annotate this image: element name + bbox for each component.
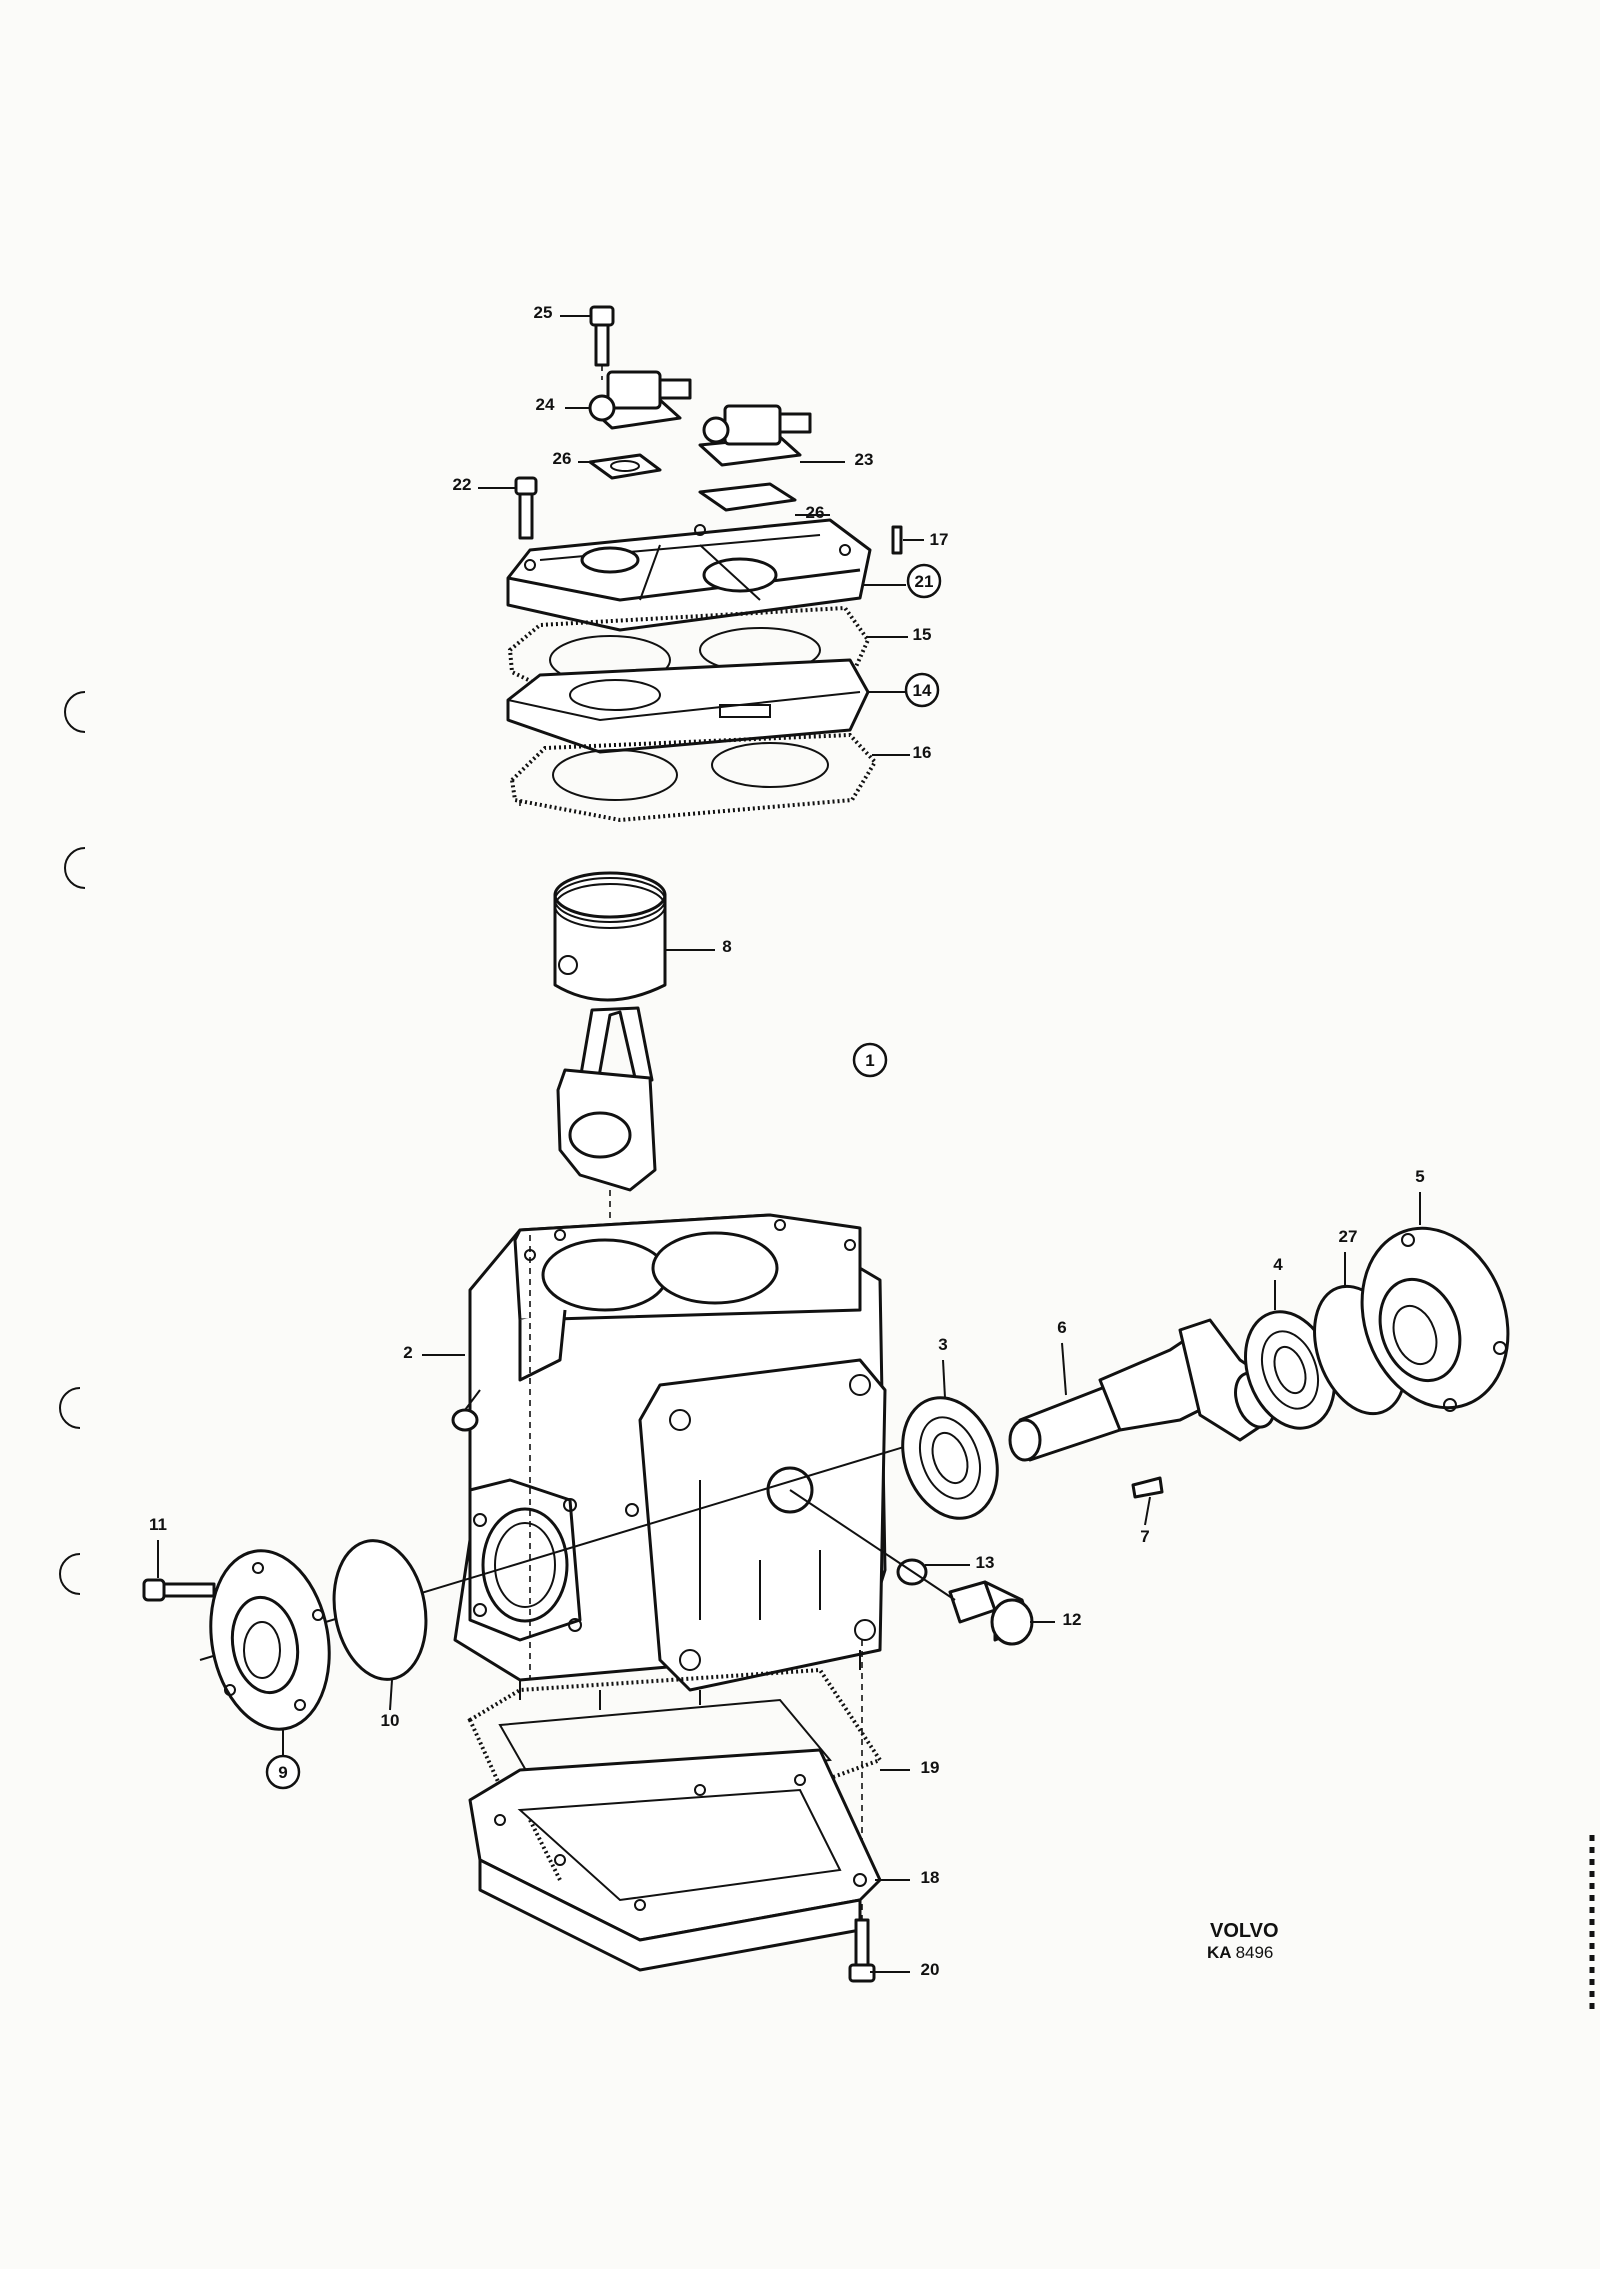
banjo-fitting-23-drawing: [698, 404, 812, 467]
callout-label-27: 27: [1339, 1227, 1358, 1246]
rear-cover-9-drawing: [209, 1549, 331, 1731]
callout-label-2: 2: [403, 1343, 412, 1362]
callout-label-25: 25: [534, 303, 553, 322]
callout-label-3: 3: [938, 1335, 947, 1354]
callout-label-5: 5: [1415, 1167, 1424, 1186]
crankcase-2-drawing: [451, 1213, 887, 1710]
callout-12: 12: [1063, 1610, 1082, 1629]
callout-24: 24: [536, 395, 555, 414]
callout-label-21: 21: [915, 572, 934, 591]
callout-circle-21: [906, 563, 942, 599]
callout-1: 1: [852, 1042, 888, 1078]
callout-circle-1: [852, 1042, 888, 1078]
callout-label-14: 14: [913, 681, 932, 700]
key-7-drawing: [1131, 1476, 1164, 1499]
callout-3: 3: [938, 1335, 947, 1354]
callout-5: 5: [1415, 1167, 1424, 1186]
gasket-16-drawing: [509, 732, 878, 823]
callout-label-17: 17: [930, 530, 949, 549]
washer-26a-drawing: [588, 453, 662, 480]
callout-label-24: 24: [536, 395, 555, 414]
callout-label-7: 7: [1140, 1527, 1149, 1546]
callout-13: 13: [976, 1553, 995, 1572]
callout-26a: 26: [553, 449, 572, 468]
callout-label-1: 1: [865, 1051, 874, 1070]
callout-26b: 26: [806, 503, 825, 522]
callout-label-10: 10: [381, 1711, 400, 1730]
drawing-code-prefix: KA: [1207, 1943, 1232, 1962]
callout-20: 20: [921, 1960, 940, 1979]
callout-22: 22: [453, 475, 472, 494]
plug-12-drawing: [948, 1580, 1034, 1646]
callout-label-8: 8: [722, 937, 731, 956]
callout-2: 2: [403, 1343, 412, 1362]
brand-label: VOLVO: [1210, 1920, 1279, 1942]
callout-label-20: 20: [921, 1960, 940, 1979]
callout-label-4: 4: [1273, 1255, 1283, 1274]
oil-pan-18-drawing: [468, 1748, 882, 1972]
callout-11: 11: [149, 1515, 167, 1534]
bolt-25-drawing: [589, 305, 615, 380]
bearing-3-drawing: [901, 1396, 999, 1520]
callout-label-26b: 26: [806, 503, 825, 522]
oring-10-drawing: [332, 1539, 428, 1681]
callout-27: 27: [1339, 1227, 1358, 1246]
callout-label-19: 19: [921, 1758, 940, 1777]
callout-label-22: 22: [453, 475, 472, 494]
callout-17: 17: [930, 530, 949, 549]
pin-17-drawing: [891, 525, 903, 555]
callout-label-13: 13: [976, 1553, 995, 1572]
banjo-fitting-24-drawing: [588, 370, 692, 430]
bolt-20-drawing: [848, 1918, 876, 1983]
callout-18: 18: [921, 1868, 940, 1887]
callout-label-12: 12: [1063, 1610, 1082, 1629]
crankshaft-6-drawing: [1008, 1318, 1276, 1462]
bolt-22-drawing: [514, 476, 538, 540]
head-assembly: [506, 305, 903, 823]
callout-label-15: 15: [913, 625, 932, 644]
callout-14: 14: [904, 672, 940, 708]
callout-10: 10: [381, 1711, 400, 1730]
callout-15: 15: [913, 625, 932, 644]
washer-26b-drawing: [698, 482, 797, 512]
callout-label-9: 9: [278, 1763, 287, 1782]
callout-6: 6: [1057, 1318, 1066, 1337]
drawing-code-number: 8496: [1236, 1943, 1274, 1962]
callout-circle-14: [904, 672, 940, 708]
leader-lines: [157, 315, 1421, 1973]
callout-8: 8: [722, 937, 731, 956]
callout-23: 23: [855, 450, 874, 469]
callout-label-18: 18: [921, 1868, 940, 1887]
callout-19: 19: [921, 1758, 940, 1777]
callout-21: 21: [906, 563, 942, 599]
callout-label-6: 6: [1057, 1318, 1066, 1337]
callout-label-26a: 26: [553, 449, 572, 468]
callout-16: 16: [913, 743, 932, 762]
callout-circle-9: [265, 1754, 301, 1790]
end-cover-5-drawing: [1360, 1226, 1510, 1412]
callout-9: 9: [265, 1754, 301, 1790]
piston-rod-8-drawing: [553, 871, 667, 1300]
callout-25: 25: [534, 303, 553, 322]
cylinder-head-21-drawing: [506, 518, 872, 632]
callout-label-23: 23: [855, 450, 874, 469]
bolt-11-drawing: [142, 1578, 216, 1602]
valve-plate-14-drawing: [506, 658, 870, 754]
callout-label-16: 16: [913, 743, 932, 762]
callout-label-11: 11: [149, 1515, 167, 1534]
callout-4: 4: [1273, 1255, 1283, 1274]
binder-holes: [59, 691, 86, 1595]
callout-7: 7: [1140, 1527, 1149, 1546]
